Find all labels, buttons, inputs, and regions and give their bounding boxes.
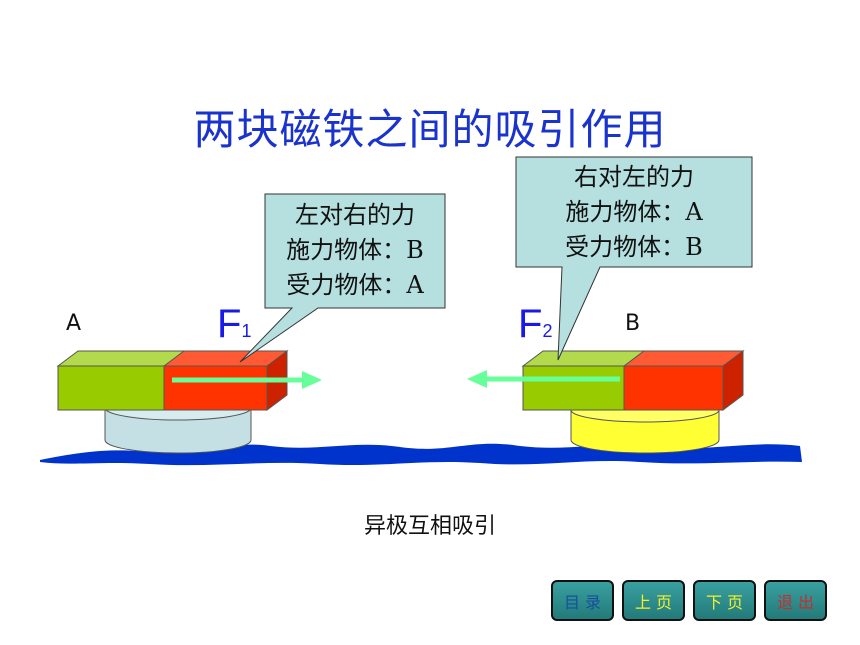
caption: 异极互相吸引	[363, 514, 496, 539]
force-f1-label: F1	[217, 302, 251, 347]
callout-right-text: 右对左的力 施力物体：A 受力物体：B	[517, 160, 751, 265]
magnet-b-label: B	[625, 311, 641, 336]
force-f2-subscript: 2	[542, 321, 553, 341]
nav-bar: 目 录 上 页 下 页 退 出	[551, 580, 827, 621]
callout-left-text: 左对右的力 施力物体：B 受力物体：A	[266, 198, 444, 303]
callout-right-line3: 受力物体：B	[565, 233, 703, 261]
force-f1-symbol: F	[217, 302, 242, 346]
force-arrow-f1	[172, 371, 322, 389]
force-f2-symbol: F	[518, 302, 543, 346]
magnet-a-label: A	[66, 311, 82, 336]
prev-page-button[interactable]: 上 页	[622, 580, 685, 621]
contents-button[interactable]: 目 录	[551, 580, 614, 621]
callout-right-shape	[515, 156, 753, 361]
callout-left-line3: 受力物体：A	[286, 271, 424, 299]
next-page-button[interactable]: 下 页	[693, 580, 756, 621]
callout-right-line2: 施力物体：A	[565, 198, 703, 226]
callout-left-shape	[239, 193, 446, 363]
callout-left-line1: 左对右的力	[295, 201, 415, 229]
magnet-a	[56, 350, 289, 411]
page-title: 两块磁铁之间的吸引作用	[193, 105, 667, 154]
magnet-b	[521, 350, 745, 411]
force-f2-label: F2	[518, 302, 552, 347]
callout-right-line1: 右对左的力	[574, 163, 694, 191]
exit-button[interactable]: 退 出	[764, 580, 827, 621]
callout-left-line2: 施力物体：B	[286, 236, 424, 264]
force-f1-subscript: 1	[241, 321, 252, 341]
force-arrow-f2	[467, 370, 620, 388]
